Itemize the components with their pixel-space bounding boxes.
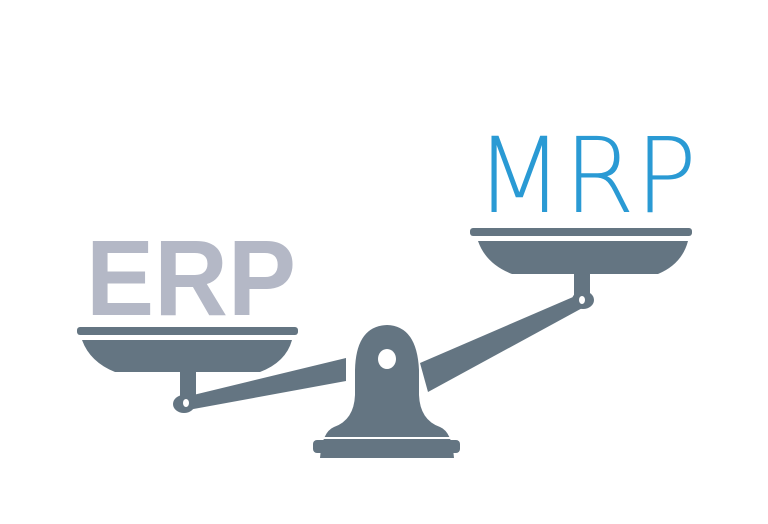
left-pan: [77, 327, 298, 413]
beam-right: [420, 294, 586, 392]
pivot-hole: [378, 349, 396, 369]
erp-label: ERP: [86, 217, 296, 338]
mrp-label: MRP: [475, 115, 697, 237]
beam-left: [185, 358, 346, 410]
right-pan: [470, 228, 692, 309]
fulcrum: [313, 325, 460, 458]
fulcrum-base: [313, 440, 460, 453]
